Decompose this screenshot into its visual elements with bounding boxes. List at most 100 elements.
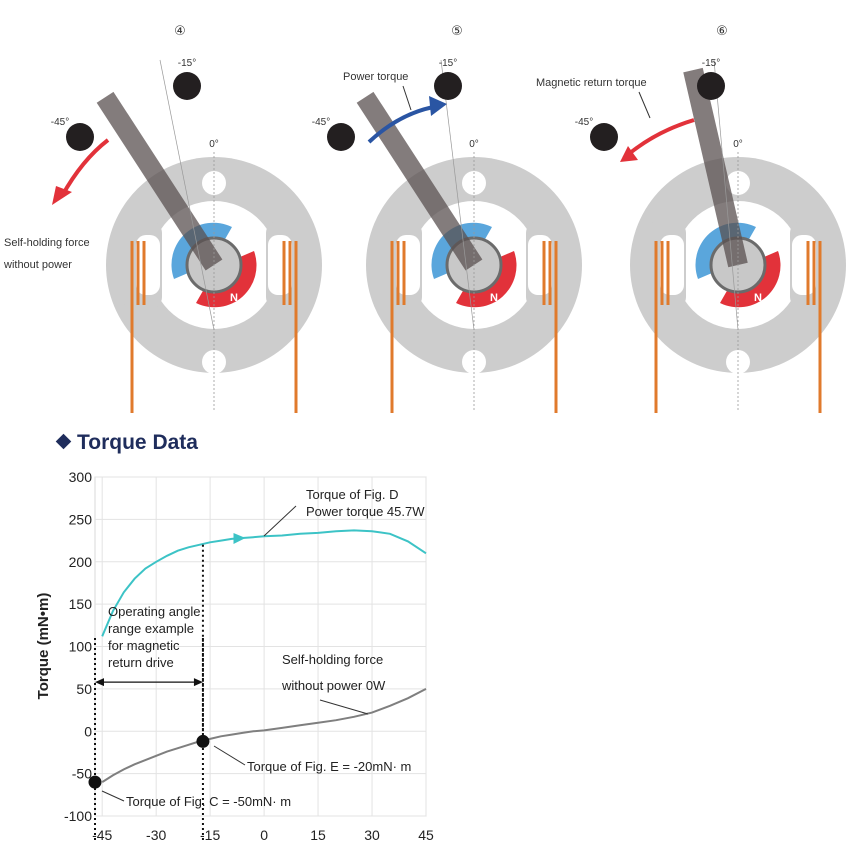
y-tick-label: 50 xyxy=(76,681,92,697)
arrow-head xyxy=(52,186,72,205)
motor-diagram-5: ⑤ N-15°-45°0°Power torque xyxy=(312,23,582,413)
chart-annotation: Torque of Fig. D Power torque 45.7W xyxy=(306,487,425,519)
x-tick-label: 30 xyxy=(364,827,380,843)
annotation-leader xyxy=(101,790,125,802)
lever-arm xyxy=(683,67,748,268)
chart-annotation-line: without power 0W xyxy=(281,678,386,693)
range-arrow-head xyxy=(95,678,104,687)
arrow-head xyxy=(620,146,638,162)
annotation-leader xyxy=(402,85,412,111)
x-tick-label: 15 xyxy=(310,827,326,843)
y-tick-labels: 300 250 200 150 100 50 0 -50 -100 xyxy=(64,469,92,824)
left-pole-slot xyxy=(396,235,420,295)
left-pole-slot xyxy=(660,235,684,295)
angle-label-45: -45° xyxy=(51,117,69,128)
chart-annotation-line: range example xyxy=(108,621,194,636)
annotation-leader xyxy=(319,699,369,715)
angle-label-0: 0° xyxy=(733,139,743,150)
motor-diagram-4: ④ N -15° -45° 0° Self-holding force without p… xyxy=(3,23,322,413)
arrow-head xyxy=(429,96,447,116)
stop-pin-15 xyxy=(434,72,462,100)
diagram-annotation: Self-holding force without power xyxy=(3,237,90,271)
annotation-line: Power torque xyxy=(343,71,408,83)
section-heading: Torque Data xyxy=(55,431,198,455)
chart-grid xyxy=(95,476,427,817)
chart-annotation-line: Operating angle xyxy=(108,604,201,619)
chart-annotation-line: return drive xyxy=(108,655,174,670)
angle-reference-line xyxy=(159,59,215,331)
annotation-line: Magnetic return torque xyxy=(536,77,647,89)
section-title: Torque Data xyxy=(77,431,198,454)
right-pole-slot xyxy=(528,235,552,295)
x-tick-label: -45 xyxy=(92,827,112,843)
angle-label-0: 0° xyxy=(469,139,479,150)
annotation-line: Self-holding force xyxy=(4,237,90,249)
n-pole-label: N xyxy=(490,292,498,304)
y-axis-label: Torque (mN•m) xyxy=(35,593,52,700)
left-pole-slot xyxy=(136,235,160,295)
stop-pin-15 xyxy=(173,72,201,100)
mount-hole-top xyxy=(462,171,486,195)
chart-series xyxy=(88,529,427,840)
annotation-leader xyxy=(213,745,246,766)
annotation-leader xyxy=(263,505,297,537)
chart-annotation-line: Power torque 45.7W xyxy=(306,504,425,519)
diagram-annotation: Power torque xyxy=(343,71,408,83)
right-pole-slot xyxy=(792,235,816,295)
angle-label-45: -45° xyxy=(575,117,593,128)
x-tick-labels: -45 -30 -15 0 15 30 45 xyxy=(92,827,434,843)
angle-label-45: -45° xyxy=(312,117,330,128)
data-marker xyxy=(88,775,102,789)
torque-arrow xyxy=(622,118,695,160)
data-marker xyxy=(196,734,210,748)
y-tick-label: 100 xyxy=(69,639,93,655)
y-tick-label: -50 xyxy=(72,766,92,782)
x-tick-label: 0 xyxy=(260,827,268,843)
stop-pin-45 xyxy=(327,123,355,151)
n-pole-label: N xyxy=(230,292,238,304)
diagram-number: ⑤ xyxy=(451,23,463,38)
chart-annotation-line: Self-holding force xyxy=(282,652,383,667)
angle-reference-line xyxy=(440,59,475,331)
series-arrow xyxy=(233,533,246,545)
y-tick-label: 150 xyxy=(69,596,93,612)
y-tick-label: 250 xyxy=(69,511,93,527)
torque-arrow xyxy=(60,138,110,197)
diagram-number: ④ xyxy=(174,23,186,38)
annotation-line: without power xyxy=(3,259,72,271)
x-tick-label: -30 xyxy=(146,827,166,843)
chart-annotation: Torque of Fig. E = -20mN· m xyxy=(247,759,411,774)
n-pole-label: N xyxy=(754,292,762,304)
angle-label-15: -15° xyxy=(702,58,720,69)
chart-annotation: Self-holding force without power 0W xyxy=(281,652,386,693)
torque-chart: 300 250 200 150 100 50 0 -50 -100 -45 -30 -15 0 15 30… xyxy=(35,469,434,843)
self-holding-line xyxy=(101,688,427,783)
y-tick-label: 300 xyxy=(69,469,93,485)
y-tick-label: 0 xyxy=(84,723,92,739)
chart-annotation-line: for magnetic xyxy=(108,638,180,653)
x-tick-label: 45 xyxy=(418,827,434,843)
power-torque-line xyxy=(101,529,427,637)
diagram-annotation: Magnetic return torque xyxy=(536,77,647,89)
motor-diagram-6: ⑥ N -15° -45° 0° Magnetic return torque xyxy=(536,23,846,413)
chart-annotation: Operating angle range example for magnetic… xyxy=(108,604,201,670)
chart-annotation-line: Torque of Fig. E = -20mN· m xyxy=(247,759,411,774)
chart-annotation-line: Torque of Fig. C = -50mN· m xyxy=(126,794,291,809)
lever-arm xyxy=(356,91,483,271)
diagram-number: ⑥ xyxy=(716,23,728,38)
mount-hole-top xyxy=(202,171,226,195)
chart-annotation: Torque of Fig. C = -50mN· m xyxy=(126,794,291,809)
y-tick-label: -100 xyxy=(64,808,92,824)
angle-label-15: -15° xyxy=(178,58,196,69)
annotation-leader xyxy=(638,91,651,119)
angle-label-0: 0° xyxy=(209,139,219,150)
x-tick-label: -15 xyxy=(200,827,220,843)
chart-annotation-line: Torque of Fig. D xyxy=(306,487,399,502)
lever-arm xyxy=(96,91,223,271)
angle-reference-line xyxy=(713,59,739,331)
y-tick-label: 200 xyxy=(69,554,93,570)
stop-pin-15 xyxy=(697,72,725,100)
range-arrow-head xyxy=(193,678,203,687)
stop-pin-45 xyxy=(590,123,618,151)
